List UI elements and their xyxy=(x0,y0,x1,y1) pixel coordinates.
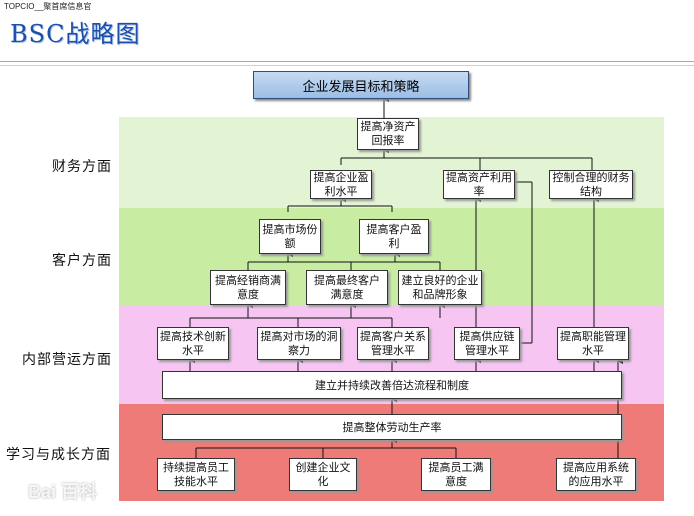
node-corporate-culture: 创建企业文化 xyxy=(289,458,357,491)
page-title: BSC战略图 xyxy=(10,20,141,48)
node-financial-structure: 控制合理的财务结构 xyxy=(549,170,633,199)
perspective-label-learning: 学习与成长方面 xyxy=(6,447,111,463)
node-supply-chain: 提高供应链管理水平 xyxy=(454,327,520,360)
divider xyxy=(0,61,694,62)
perspective-label-financial: 财务方面 xyxy=(52,159,112,175)
node-end-customer-satisfaction: 提高最终客户满意度 xyxy=(306,270,388,305)
node-profit: 提高企业盈利水平 xyxy=(310,170,372,199)
node-asset-util: 提高资产利用率 xyxy=(443,170,515,199)
node-employee-skills: 持续提高员工技能水平 xyxy=(157,458,235,491)
node-application-systems: 提高应用系统的应用水平 xyxy=(556,458,636,491)
node-market-share: 提高市场份额 xyxy=(259,219,321,254)
node-tech-innovation: 提高技术创新水平 xyxy=(157,327,229,360)
node-employee-satisfaction: 提高员工满意度 xyxy=(421,458,491,491)
node-productivity: 提高整体劳动生产率 xyxy=(162,414,622,440)
node-dealer-satisfaction: 提高经销商满意度 xyxy=(210,270,286,305)
node-customer-profit: 提高客户盈利 xyxy=(359,219,429,254)
perspective-label-customer: 客户方面 xyxy=(52,253,112,269)
node-process: 建立并持续改善倍达流程和制度 xyxy=(162,371,622,399)
node-functional: 提高职能管理水平 xyxy=(557,327,629,360)
perspective-label-internal: 内部营运方面 xyxy=(22,352,112,368)
divider xyxy=(0,65,694,66)
goal-box: 企业发展目标和策略 xyxy=(253,71,469,99)
node-roe: 提高净资产回报率 xyxy=(357,118,419,150)
node-brand: 建立良好的企业和品牌形象 xyxy=(398,270,482,305)
baidu-watermark: Bai 百科 xyxy=(28,482,98,502)
node-crm: 提高客户关系管理水平 xyxy=(357,327,429,360)
site-caption: TOPCIO__聚首席信息官 xyxy=(4,2,92,11)
node-market-insight: 提高对市场的洞察力 xyxy=(257,327,341,360)
